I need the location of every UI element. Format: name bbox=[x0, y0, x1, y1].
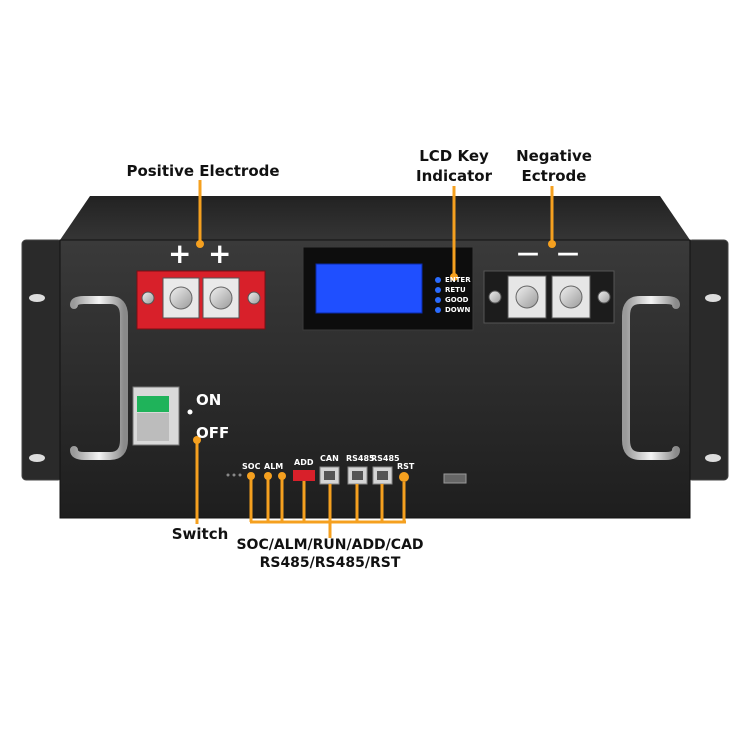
negative-label-line2: Ectrode bbox=[521, 167, 587, 185]
port-label-soc: SOC bbox=[242, 462, 261, 471]
lcd-key-label-line1: LCD Key bbox=[419, 147, 489, 165]
negative-terminal-block bbox=[483, 270, 615, 324]
negative-label-line1: Negative bbox=[516, 147, 592, 165]
negative-sign-1: — bbox=[517, 241, 539, 266]
port-label-can: CAN bbox=[320, 454, 339, 463]
port-label-rs485-a: RS485 bbox=[346, 454, 375, 463]
positive-sign-2: + bbox=[208, 237, 232, 270]
negative-sign-2: — bbox=[557, 241, 579, 266]
key-retu[interactable]: RETU bbox=[445, 286, 466, 294]
port-label-add: ADD bbox=[294, 458, 314, 467]
run-led bbox=[278, 472, 286, 480]
breaker-off-label: OFF bbox=[196, 424, 230, 442]
positive-electrode-label: Positive Electrode bbox=[126, 162, 280, 180]
key-led-enter bbox=[435, 277, 441, 283]
handle-left bbox=[70, 296, 128, 460]
alm-led bbox=[264, 472, 272, 480]
port-label-rst: RST bbox=[397, 462, 415, 471]
key-led-down bbox=[435, 307, 441, 313]
port-label-alm: ALM bbox=[264, 462, 284, 471]
breaker-on-label: ON bbox=[196, 391, 222, 409]
callout-lines bbox=[195, 180, 554, 538]
key-led-retu bbox=[435, 287, 441, 293]
lcd-screen bbox=[315, 263, 423, 314]
add-dip-switch bbox=[293, 470, 315, 481]
vent-slot bbox=[443, 473, 467, 484]
positive-terminal-block bbox=[136, 270, 266, 330]
rack-ear-left bbox=[21, 239, 63, 481]
lcd-key-label-line2: Indicator bbox=[415, 167, 493, 185]
key-good[interactable]: GOOD bbox=[445, 296, 469, 304]
key-down[interactable]: DOWN bbox=[445, 306, 471, 314]
switch-label: Switch bbox=[171, 525, 229, 543]
chassis-top bbox=[60, 196, 690, 240]
soc-led bbox=[247, 472, 255, 480]
ports-label-line1: SOC/ALM/RUN/ADD/CAD bbox=[236, 537, 424, 553]
key-led-good bbox=[435, 297, 441, 303]
key-enter[interactable]: ENTER bbox=[445, 276, 471, 284]
rst-button bbox=[399, 472, 409, 482]
port-label-rs485-b: RS485 bbox=[371, 454, 400, 463]
ports-label-line2: RS485/RS485/RST bbox=[259, 555, 401, 571]
positive-sign-1: + bbox=[168, 237, 192, 270]
breaker-toggle bbox=[137, 396, 169, 412]
handle-right bbox=[622, 296, 680, 460]
rack-ear-right bbox=[687, 239, 729, 481]
